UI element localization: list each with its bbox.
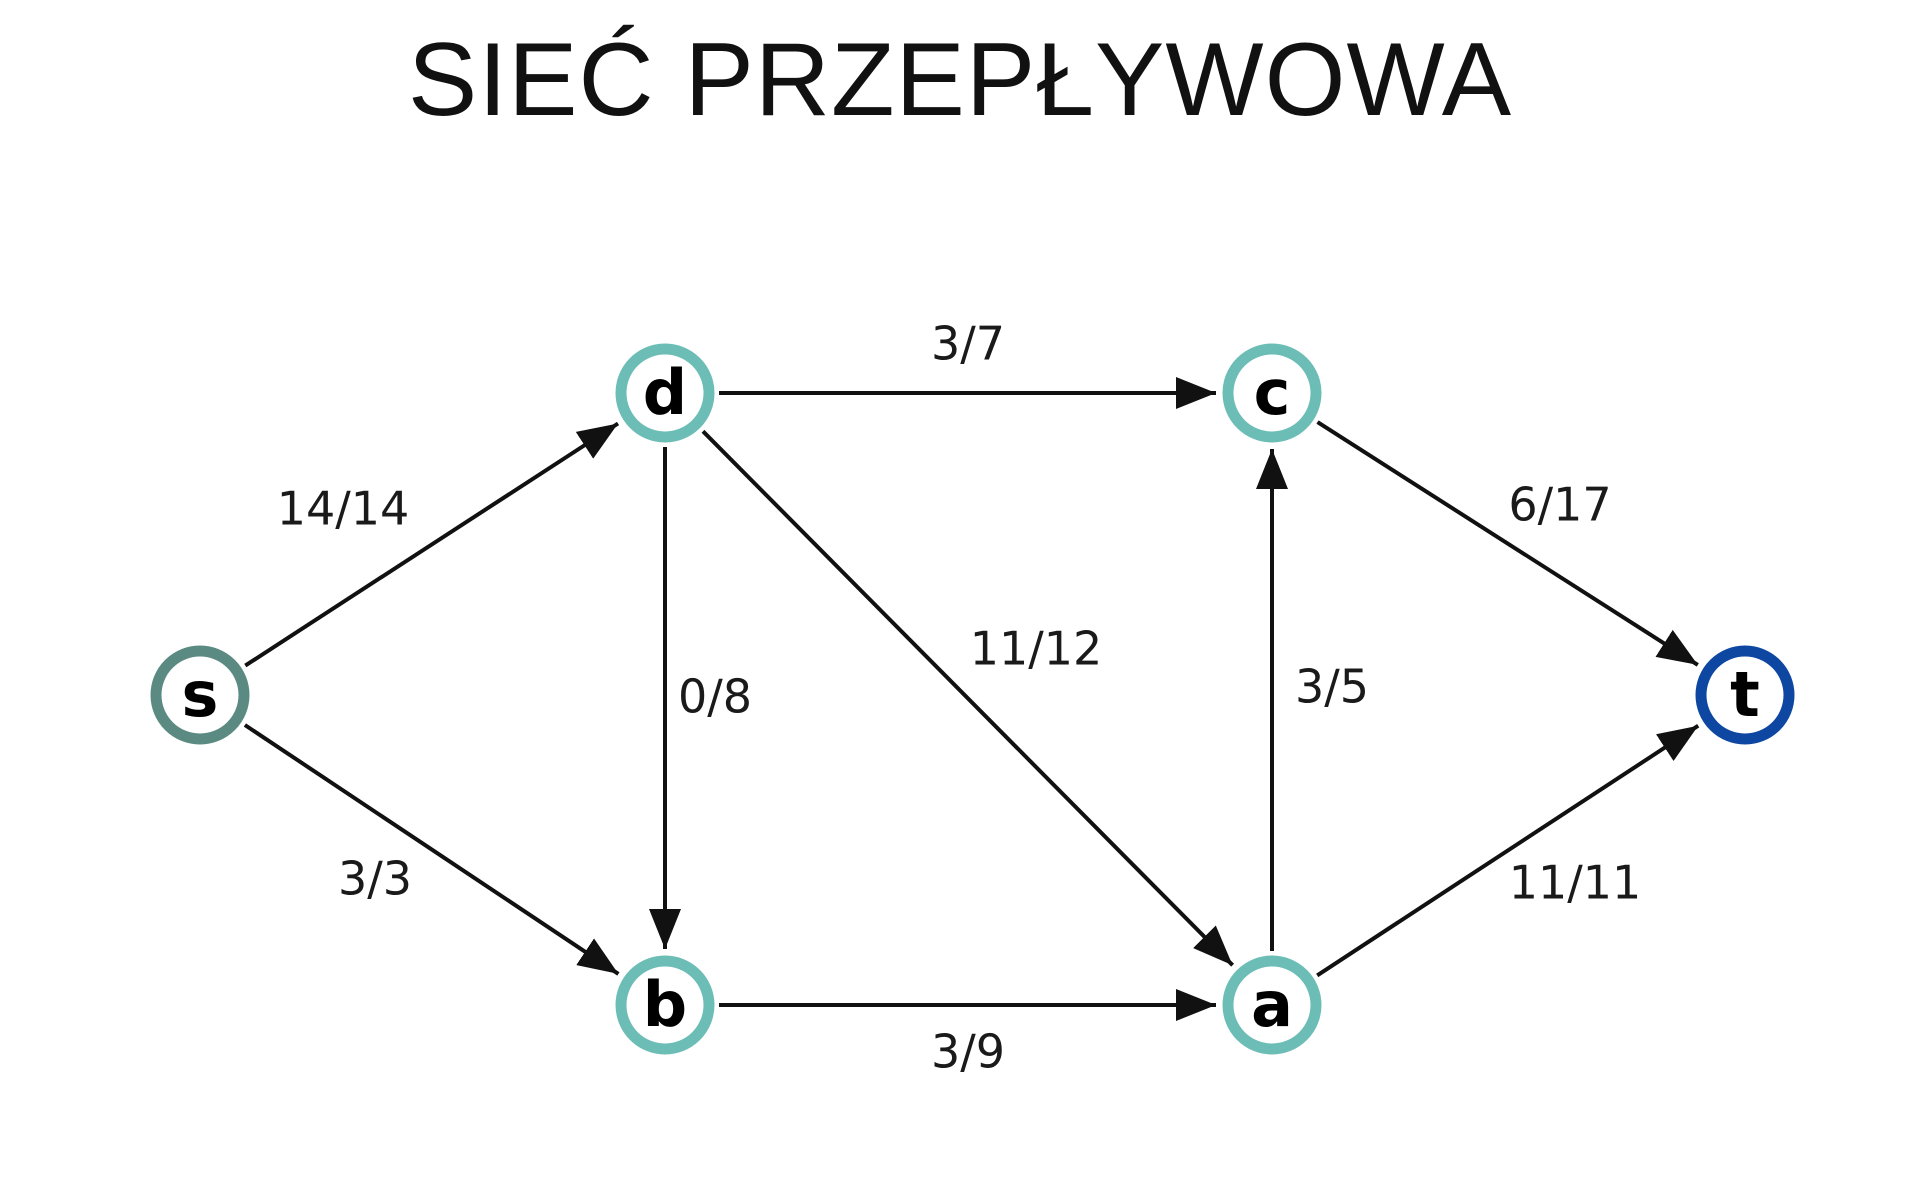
edge-label-s-d: 14/14: [277, 482, 410, 536]
node-b: b: [615, 955, 715, 1055]
node-a: a: [1222, 955, 1322, 1055]
node-d: d: [615, 343, 715, 443]
node-circle-a: [1222, 955, 1322, 1055]
node-label-a: a: [1251, 968, 1293, 1041]
edge-label-c-t: 6/17: [1508, 478, 1611, 532]
node-circle-d: [615, 343, 715, 443]
edge-a-t: [1316, 724, 1700, 978]
edge-d-a: [701, 429, 1235, 967]
edge-labels-layer: 14/14 3/3 3/7 0/8 11/12 3/9 3/5 6/17 11/11: [277, 317, 1642, 1079]
node-circle-t: [1695, 645, 1795, 745]
node-label-s: s: [182, 658, 219, 731]
node-label-b: b: [643, 968, 687, 1041]
node-t: t: [1695, 645, 1795, 745]
edge-s-b: [243, 723, 620, 976]
diagram-title: SIEĆ PRZEPŁYWOWA: [407, 22, 1513, 138]
node-label-t: t: [1730, 658, 1760, 731]
edge-label-d-b: 0/8: [678, 670, 752, 724]
edge-label-b-a: 3/9: [931, 1025, 1005, 1079]
nodes-layer: s d c b a t: [150, 343, 1795, 1055]
node-circle-s: [150, 645, 250, 745]
edge-label-a-c: 3/5: [1295, 660, 1369, 714]
edges-layer: [243, 377, 1700, 1021]
edge-label-d-c: 3/7: [931, 317, 1005, 371]
edge-label-s-b: 3/3: [338, 852, 412, 906]
edge-label-a-t: 11/11: [1509, 856, 1642, 910]
edge-label-d-a: 11/12: [970, 622, 1103, 676]
node-c: c: [1222, 343, 1322, 443]
node-label-c: c: [1254, 356, 1291, 429]
node-label-d: d: [643, 356, 687, 429]
node-s: s: [150, 645, 250, 745]
node-circle-b: [615, 955, 715, 1055]
node-circle-c: [1222, 343, 1322, 443]
edge-c-t: [1316, 420, 1699, 667]
edge-s-d: [244, 421, 620, 668]
